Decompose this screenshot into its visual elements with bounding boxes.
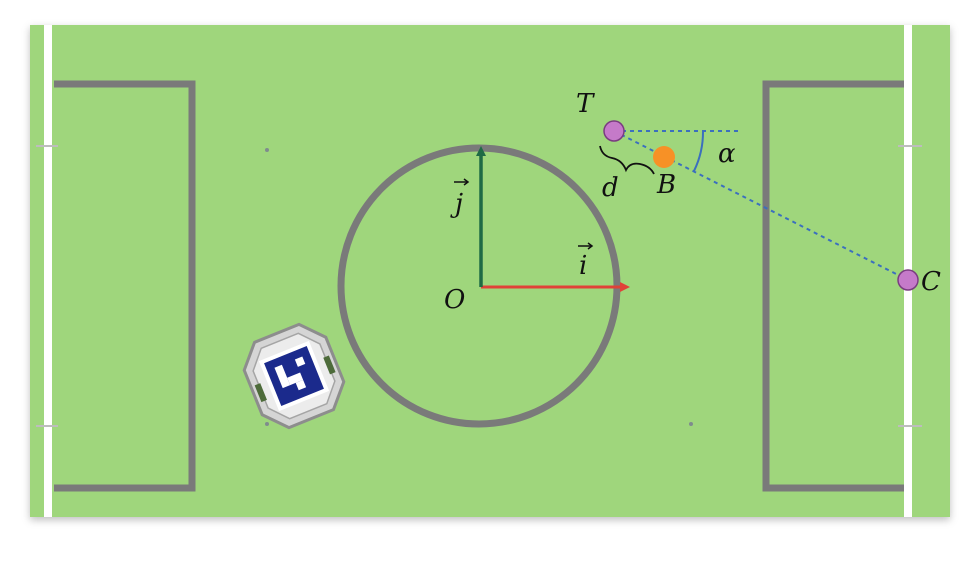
label-i: i [579, 251, 587, 281]
distance-brace [599, 145, 655, 175]
label-c: C [921, 267, 941, 297]
point-c [897, 269, 919, 291]
left-goal-area [54, 80, 196, 492]
label-alpha: α [718, 139, 736, 169]
robot-icon [242, 322, 346, 430]
dashed-t-to-c [613, 130, 909, 281]
left-goal-line [44, 25, 52, 517]
ball-b [653, 146, 675, 168]
angle-arc [693, 130, 705, 172]
label-d: d [602, 173, 619, 203]
label-b: B [656, 170, 676, 200]
label-t: T [576, 89, 595, 119]
label-o: O [444, 285, 465, 315]
label-i-group: i [578, 242, 594, 281]
right-goal-area [762, 80, 904, 492]
field-background [30, 25, 950, 517]
point-t [603, 120, 625, 142]
